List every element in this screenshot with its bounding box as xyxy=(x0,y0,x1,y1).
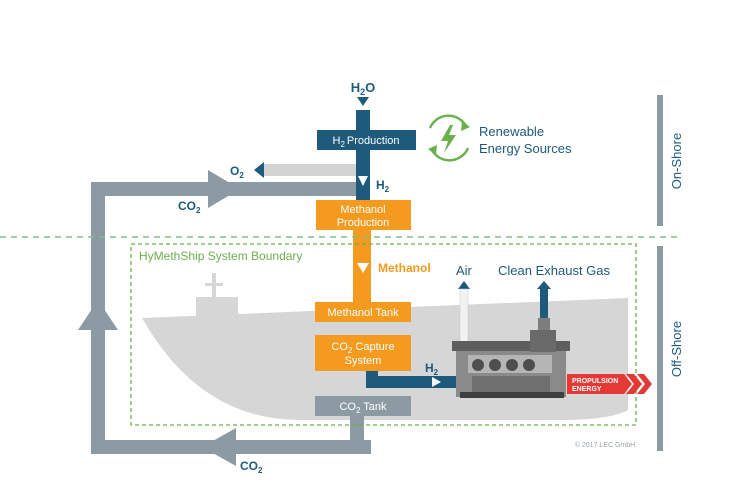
exhaust-pipe xyxy=(540,289,548,319)
co2-tank-box xyxy=(315,396,411,416)
renewable-line2: Energy Sources xyxy=(479,141,572,156)
co2-tank-label: CO2 Tank xyxy=(339,401,387,415)
h2-engine-label: H2 xyxy=(425,361,439,377)
co2-loop-arrow-bottom-icon xyxy=(202,428,236,466)
co2-capture-line2: System xyxy=(345,355,382,367)
co2-bottom-label: CO2 xyxy=(240,459,263,475)
methanol-tank-box xyxy=(315,302,411,322)
o2-label: O2 xyxy=(230,164,244,180)
co2-capture-box xyxy=(315,335,411,371)
o2-arrow-icon xyxy=(254,162,264,178)
ship-mast-bar xyxy=(205,283,223,286)
renewable-line1: Renewable xyxy=(479,124,544,139)
co2-loop-right-down xyxy=(350,413,364,454)
on-shore-label: On-Shore xyxy=(669,133,684,189)
h2-production-box xyxy=(317,130,416,150)
offshore-bar xyxy=(657,246,663,451)
h2o-label: H2O xyxy=(351,80,376,97)
renewable-energy-icon xyxy=(428,114,470,162)
ship-bridge xyxy=(196,297,238,321)
methanol-production-box xyxy=(316,200,411,230)
methanol-arrow-icon xyxy=(357,263,369,273)
methanol-flow-label: Methanol xyxy=(378,261,431,275)
propulsion-chevron-2-icon xyxy=(637,374,652,394)
air-arrow-icon xyxy=(458,281,470,289)
engine-icon xyxy=(452,330,570,398)
off-shore-label: Off-Shore xyxy=(669,321,684,377)
co2-loop-arrow-left-icon xyxy=(78,300,118,330)
propulsion-arrow-icon xyxy=(567,374,632,394)
h2-engine-arrow-icon xyxy=(432,377,441,387)
h2-down-pipe xyxy=(356,148,370,200)
methanol-production-line1: Methanol xyxy=(340,204,385,216)
propulsion-line2: ENERGY xyxy=(572,386,602,393)
air-intake-pipe xyxy=(459,288,469,346)
propulsion-line1: PROPULSION xyxy=(572,378,618,385)
h2-down-arrow-icon xyxy=(358,176,368,186)
methanol-production-line2: Production xyxy=(337,217,390,229)
h2o-arrow-icon xyxy=(357,97,369,106)
system-boundary xyxy=(130,243,637,426)
exhaust-arrow-icon xyxy=(537,281,551,289)
h2-to-engine-horizontal xyxy=(366,376,470,388)
co2-top-label: CO2 xyxy=(178,199,201,215)
co2-loop-arrow-top-icon xyxy=(208,170,240,208)
h2o-inlet xyxy=(356,110,370,130)
co2-capture-line1: CO2 Capture xyxy=(331,341,394,355)
h2-arrow-label: H2 xyxy=(376,178,390,194)
system-boundary-label: HyMethShip System Boundary xyxy=(139,249,302,263)
air-label: Air xyxy=(456,263,473,278)
copyright-label: © 2017 LEC GmbH xyxy=(575,441,635,449)
methanol-tank-label: Methanol Tank xyxy=(327,307,399,319)
onshore-bar xyxy=(657,95,663,226)
clean-exhaust-label: Clean Exhaust Gas xyxy=(498,263,611,278)
o2-stream xyxy=(264,164,361,176)
propulsion-chevron-1-icon xyxy=(626,374,642,394)
